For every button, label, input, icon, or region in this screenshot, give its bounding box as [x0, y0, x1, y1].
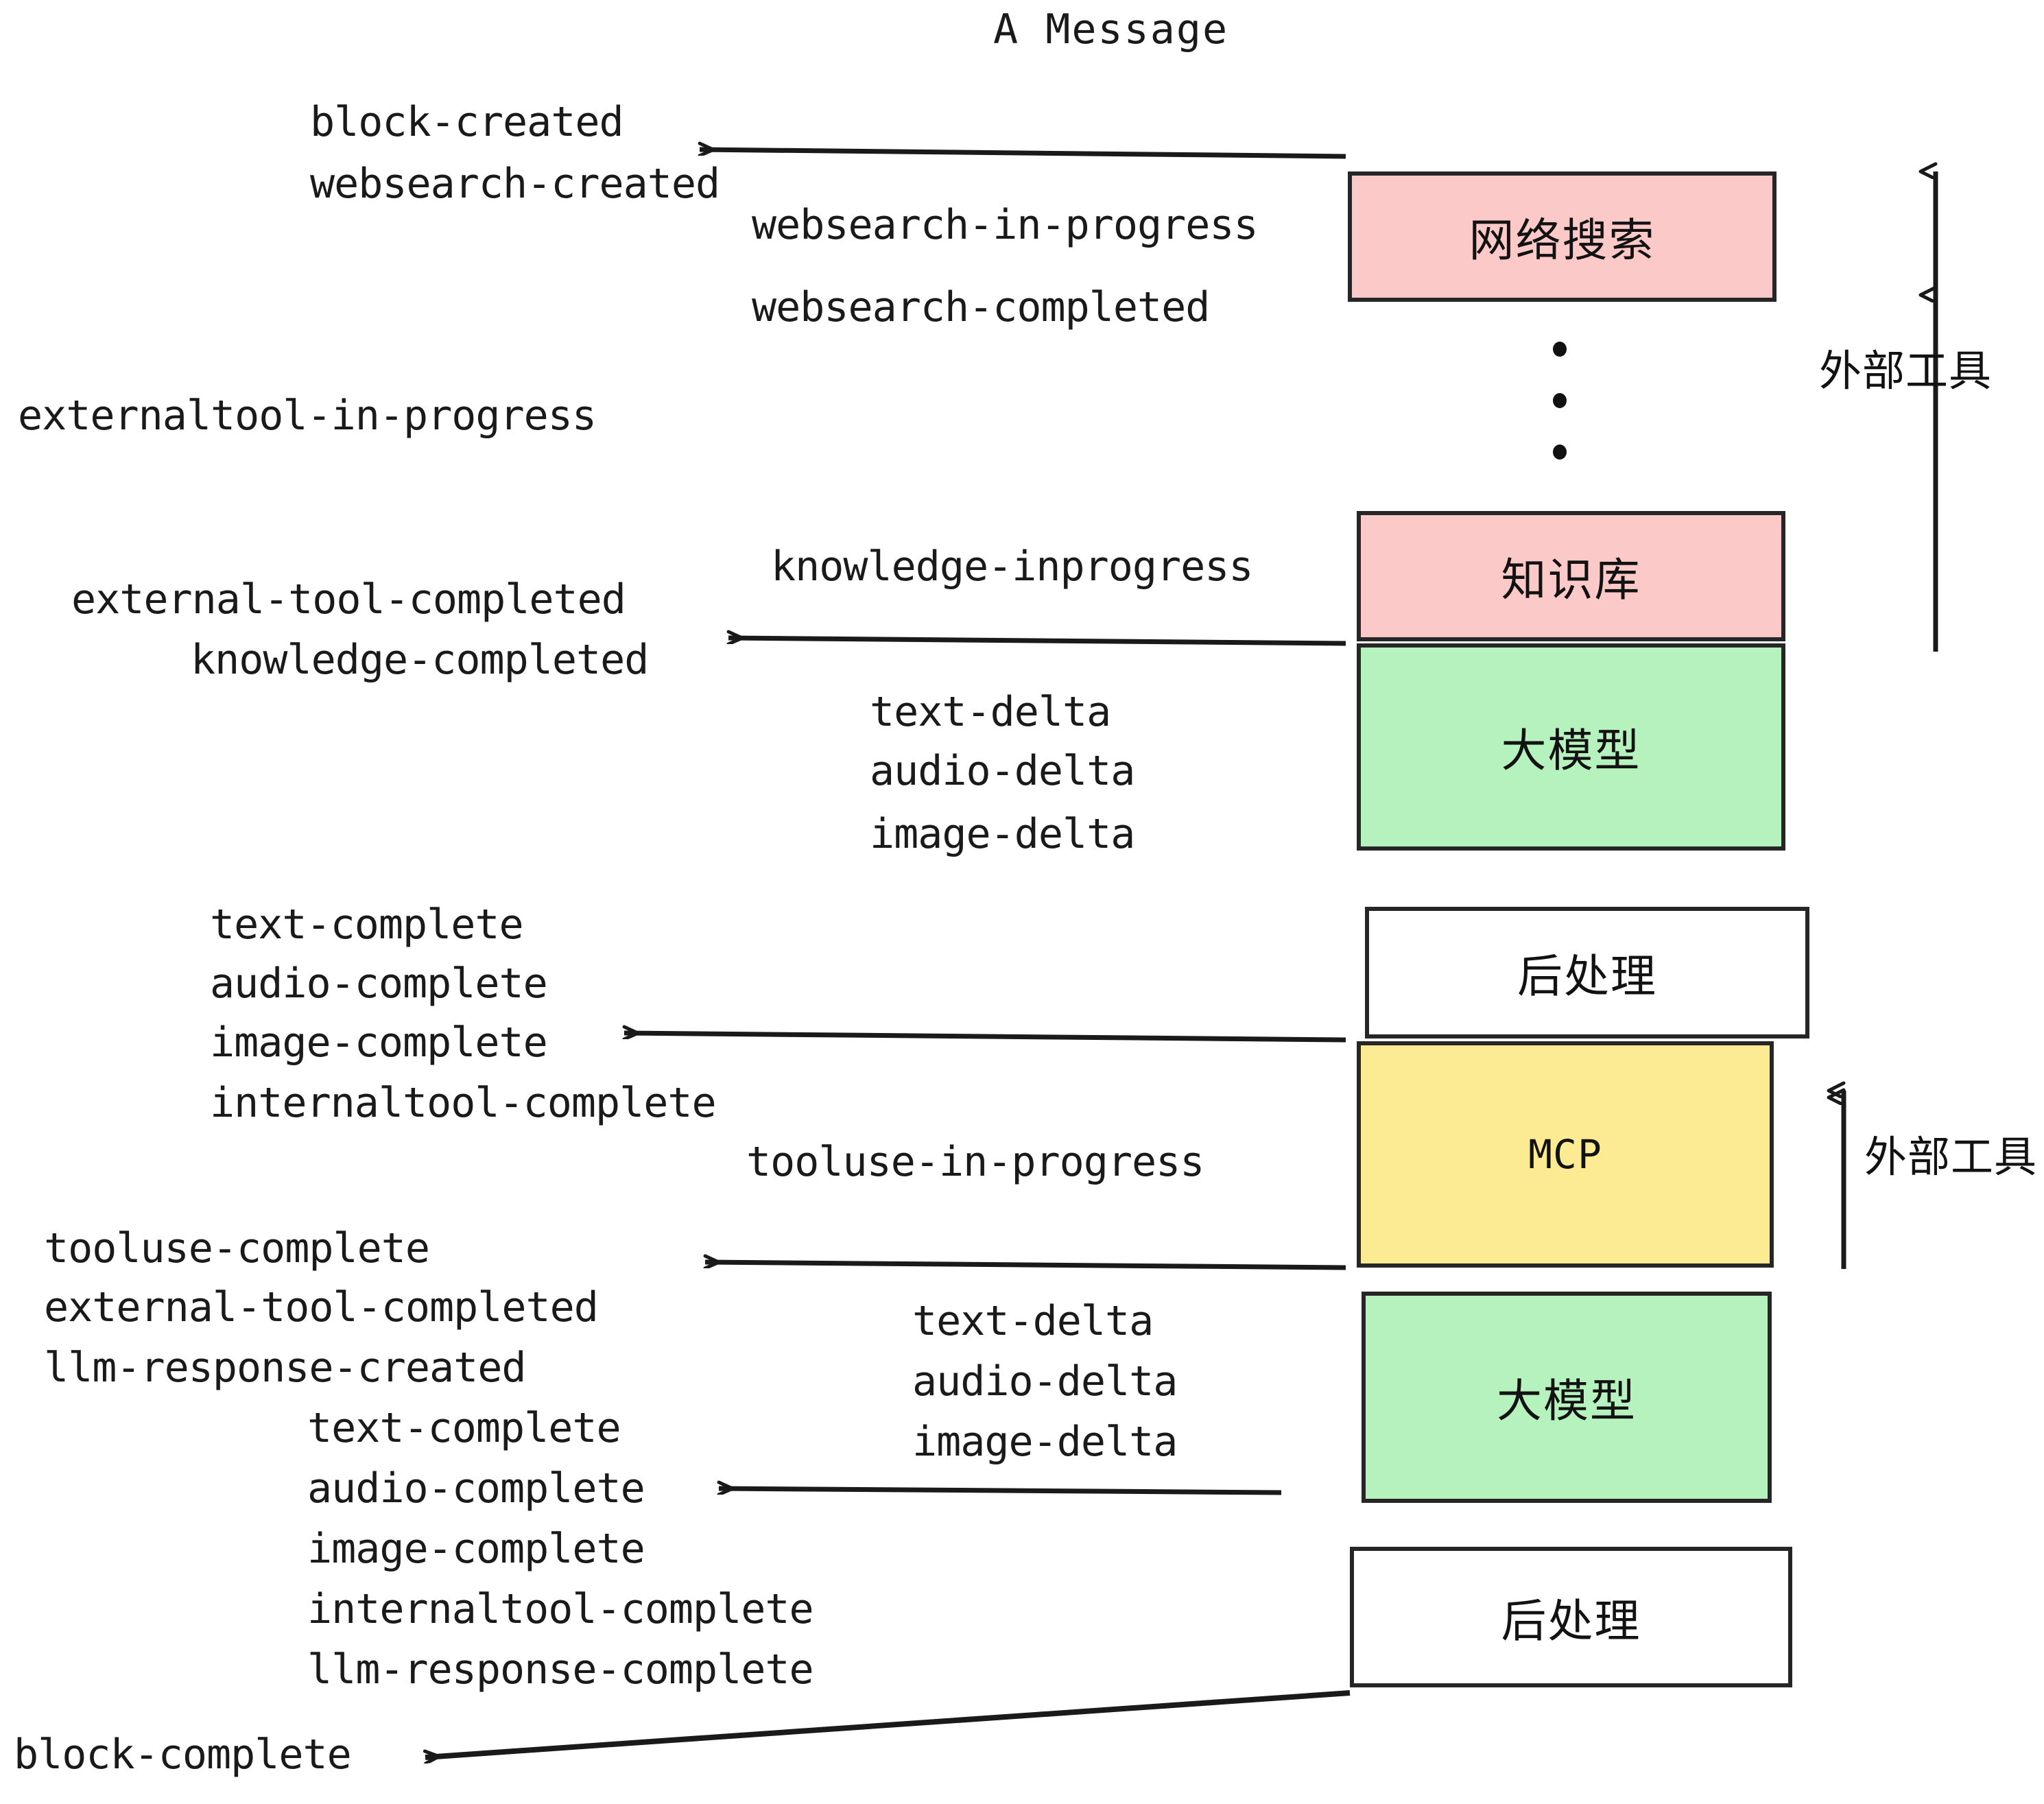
event-tooluse-complete: tooluse-complete	[44, 1224, 430, 1272]
box-postprocess-1-label: 后处理	[1517, 950, 1657, 1003]
event-externaltool-in-progress: externaltool-in-progress	[18, 392, 597, 440]
event-image-delta-1: image-delta	[870, 810, 1135, 858]
box-llm-2[interactable]: 大模型	[1362, 1292, 1772, 1503]
box-websearch[interactable]: 网络搜索	[1348, 171, 1776, 302]
event-audio-delta-2: audio-delta	[912, 1357, 1178, 1405]
event-image-complete-1: image-complete	[210, 1019, 548, 1067]
event-text-delta-2: text-delta	[912, 1297, 1154, 1345]
event-audio-complete-2: audio-complete	[307, 1464, 645, 1512]
dot-2	[1553, 393, 1567, 408]
event-text-delta-1: text-delta	[870, 688, 1111, 736]
box-websearch-label: 网络搜索	[1469, 214, 1656, 267]
event-knowledge-completed: knowledge-completed	[191, 636, 649, 684]
box-llm-2-label: 大模型	[1497, 1375, 1637, 1427]
arrow-block-created	[700, 150, 1346, 159]
arrow-knowledge-completed	[728, 638, 1346, 646]
event-internaltool-complete-2: internaltool-complete	[307, 1585, 814, 1633]
box-mcp-label: MCP	[1528, 1131, 1602, 1178]
event-external-tool-completed-2: external-tool-completed	[44, 1283, 599, 1331]
event-llm-response-complete: llm-response-complete	[307, 1646, 814, 1694]
event-text-complete-1: text-complete	[210, 901, 524, 949]
box-knowledge-label: 知识库	[1501, 554, 1641, 606]
ellipsis-dots	[1552, 342, 1568, 460]
box-llm-1[interactable]: 大模型	[1357, 643, 1785, 851]
arrow-tooluse-complete	[705, 1262, 1346, 1270]
event-block-complete: block-complete	[14, 1731, 352, 1779]
event-internaltool-complete-1: internaltool-complete	[210, 1079, 717, 1127]
event-tooluse-in-progress: tooluse-in-progress	[746, 1138, 1204, 1186]
box-llm-1-label: 大模型	[1501, 724, 1641, 777]
dot-1	[1553, 342, 1567, 357]
diagram-title: A Message	[993, 5, 1229, 54]
event-websearch-completed: websearch-completed	[752, 283, 1210, 331]
event-knowledge-inprogress: knowledge-inprogress	[771, 543, 1253, 591]
event-image-delta-2: image-delta	[912, 1418, 1178, 1466]
event-websearch-created: websearch-created	[310, 160, 720, 208]
event-audio-delta-1: audio-delta	[870, 747, 1135, 795]
label-external-tools-bottom: 外部工具	[1864, 1132, 2038, 1182]
event-external-tool-completed-1: external-tool-completed	[71, 575, 626, 624]
event-audio-complete-1: audio-complete	[210, 960, 548, 1008]
event-image-complete-2: image-complete	[307, 1525, 645, 1573]
box-mcp[interactable]: MCP	[1357, 1041, 1774, 1268]
box-postprocess-1[interactable]: 后处理	[1365, 907, 1809, 1039]
event-llm-response-created: llm-response-created	[44, 1344, 526, 1392]
event-block-created: block-created	[310, 98, 624, 146]
event-text-complete-2: text-complete	[307, 1404, 621, 1452]
box-postprocess-2-label: 后处理	[1501, 1594, 1641, 1648]
event-websearch-in-progress: websearch-in-progress	[752, 201, 1259, 249]
box-postprocess-2[interactable]: 后处理	[1350, 1547, 1792, 1687]
arrow-audio-complete	[719, 1488, 1282, 1495]
box-knowledge[interactable]: 知识库	[1357, 511, 1785, 641]
arrow-block-complete	[425, 1690, 1351, 1757]
label-external-tools-top: 外部工具	[1819, 346, 1993, 396]
dot-3	[1553, 444, 1567, 460]
arrow-image-complete	[624, 1033, 1346, 1043]
